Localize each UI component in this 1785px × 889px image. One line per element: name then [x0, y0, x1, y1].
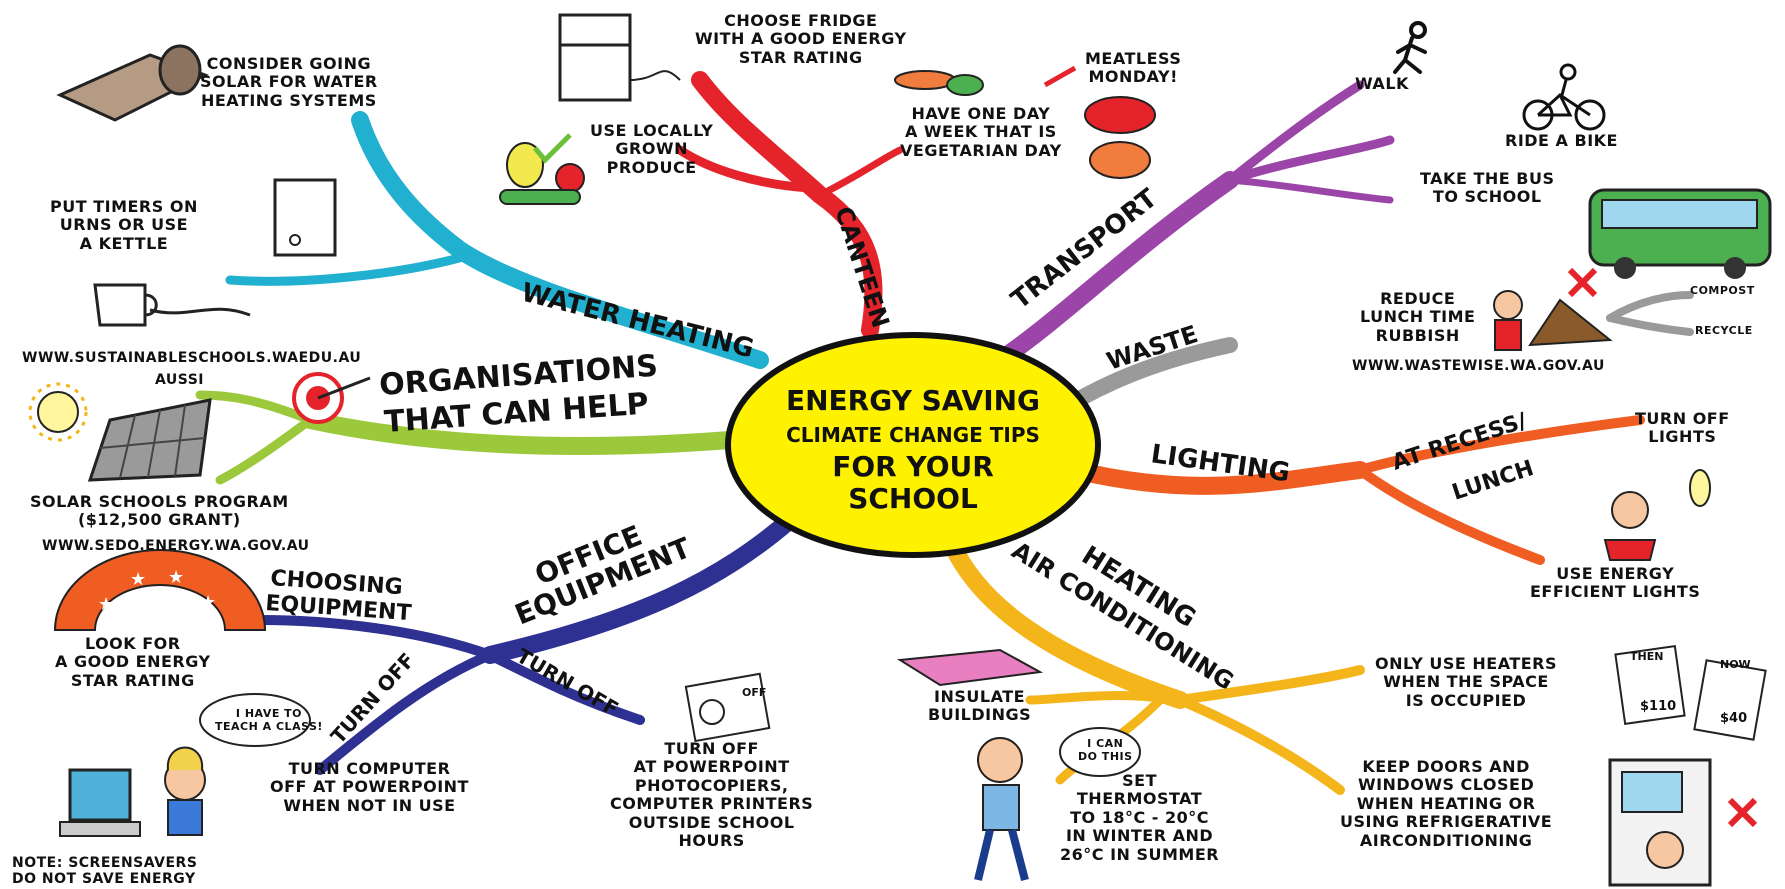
canteen-branch [675, 71, 904, 339]
center-line-4: SCHOOL [848, 482, 978, 515]
bubble-can-do: I CAN DO THIS [1078, 737, 1133, 763]
tip-bike: RIDE A BIKE [1505, 131, 1618, 150]
insulation-icon [896, 648, 1044, 687]
heating-branch [941, 531, 1365, 795]
tip-solar-schools: SOLAR SCHOOLS PROGRAM ($12,500 GRANT) [30, 492, 289, 530]
tip-aussi: AUSSI [155, 372, 205, 388]
tip-rubbish: REDUCE LUNCH TIME RUBBISH [1360, 289, 1476, 345]
sun-icon [28, 382, 88, 442]
tip-local-produce: USE LOCALLY GROWN PRODUCE [590, 121, 714, 177]
rubbish-icon [1493, 267, 1613, 351]
tip-insulate: INSULATE BUILDINGS [928, 687, 1032, 725]
svg-text:★: ★ [168, 567, 184, 588]
solar-roll-icon [56, 44, 209, 122]
tip-vegetarian: HAVE ONE DAY A WEEK THAT IS VEGETARIAN D… [900, 104, 1062, 160]
office-branch [255, 511, 799, 775]
solar-panel-icon [87, 398, 212, 482]
urn-icon [273, 178, 337, 257]
center-line-2: CLIMATE CHANGE TIPS [786, 423, 1040, 447]
boy-icon [974, 737, 1029, 882]
speech-bubble-can-do [1059, 727, 1141, 777]
tip-timers: PUT TIMERS ON URNS OR USE A KETTLE [50, 197, 198, 253]
target-icon [292, 372, 371, 424]
star-arc-icon: ★ ★ ★ ★ [53, 549, 267, 631]
tip-doors: KEEP DOORS AND WINDOWS CLOSED WHEN HEATI… [1340, 757, 1553, 850]
socket-off-label: OFF [742, 686, 766, 699]
tip-turn-off-lights: TURN OFF LIGHTS [1635, 409, 1730, 447]
kettle-icon [93, 283, 251, 327]
bus-icon [1588, 188, 1772, 279]
center-line-3: FOR YOUR [832, 450, 994, 483]
center-line-1: ENERGY SAVING [786, 384, 1040, 417]
tip-efficient-lights: USE ENERGY EFFICIENT LIGHTS [1530, 564, 1701, 602]
tip-thermostat: SET THERMOSTAT TO 18°C - 20°C IN WINTER … [1060, 771, 1220, 864]
tip-meatless: MEATLESS MONDAY! [1085, 49, 1182, 87]
bicycle-icon [1522, 63, 1606, 131]
tip-star-rating: LOOK FOR A GOOD ENERGY STAR RATING [55, 634, 211, 690]
svg-text:★: ★ [98, 594, 114, 615]
sub-turn-off-right: TURN OFF [513, 644, 623, 721]
bill-then-amount: $110 [1640, 699, 1676, 714]
door-icon [1608, 758, 1758, 887]
tip-sustainable-url: WWW.SUSTAINABLESCHOOLS.WAEDU.AU [22, 350, 362, 366]
organisations-branch [195, 390, 739, 485]
sub-lunch: LUNCH [1449, 456, 1537, 506]
tip-walk: WALK [1355, 74, 1409, 93]
power-bill-icon: THEN NOW $110 $40 [1614, 645, 1767, 741]
bill-now-amount: $40 [1720, 711, 1747, 726]
tip-compost: COMPOST [1690, 284, 1755, 297]
branch-canteen: CANTEEN [829, 203, 894, 331]
transport-branch [991, 80, 1395, 369]
speech-bubble-teach [199, 693, 311, 747]
tip-recycle: RECYCLE [1695, 324, 1753, 337]
vegetables-icon [894, 65, 1156, 179]
computer-icon [59, 746, 206, 837]
light-bulb-icon [1603, 469, 1711, 561]
tip-sedo-url: WWW.SEDO.ENERGY.WA.GOV.AU [42, 538, 310, 554]
fridge-icon [558, 13, 681, 102]
tip-powerpoint: TURN OFF AT POWERPOINT PHOTOCOPIERS, COM… [610, 739, 814, 850]
svg-text:★: ★ [130, 569, 146, 590]
central-topic: ENERGY SAVING CLIMATE CHANGE TIPS FOR YO… [725, 332, 1101, 558]
vegetables-icon [499, 133, 585, 205]
tip-heaters: ONLY USE HEATERS WHEN THE SPACE IS OCCUP… [1375, 654, 1558, 710]
tip-bus: TAKE THE BUS TO SCHOOL [1420, 169, 1555, 207]
tip-solar-water: CONSIDER GOING SOLAR FOR WATER HEATING S… [200, 54, 378, 110]
wall-socket-icon: OFF [684, 672, 771, 743]
bill-then-label: THEN [1630, 650, 1663, 663]
lighting-branch [1066, 415, 1645, 565]
tip-computer: TURN COMPUTER OFF AT POWERPOINT WHEN NOT… [270, 759, 469, 815]
tip-wastewise-url: WWW.WASTEWISE.WA.GOV.AU [1352, 358, 1605, 374]
walker-icon [1393, 21, 1427, 74]
svg-text:★: ★ [200, 592, 216, 613]
tip-screensavers: NOTE: SCREENSAVERS DO NOT SAVE ENERGY [12, 855, 198, 888]
tip-fridge: CHOOSE FRIDGE WITH A GOOD ENERGY STAR RA… [695, 11, 907, 67]
bubble-teach: I HAVE TO TEACH A CLASS! [215, 707, 323, 733]
bill-now-label: NOW [1720, 658, 1751, 671]
water-heating-branch [225, 111, 769, 369]
